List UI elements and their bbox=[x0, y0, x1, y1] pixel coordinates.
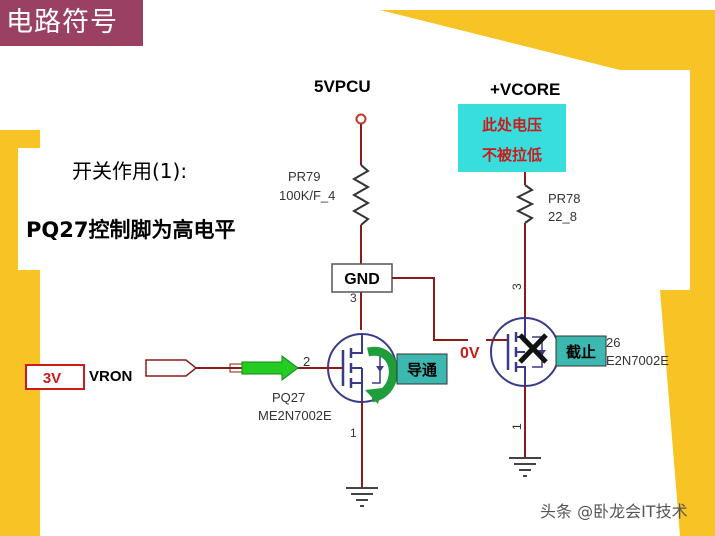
input-voltage-label: 3V bbox=[43, 370, 61, 387]
state-badge-off-label: 截止 bbox=[566, 343, 596, 361]
input-voltage-box bbox=[25, 364, 85, 390]
callout-line2: 不被拉低 bbox=[482, 146, 542, 164]
note-text: PQ27控制脚为高电平 bbox=[26, 218, 236, 242]
pr78-value: 22_8 bbox=[548, 209, 577, 224]
input-net-label: VRON bbox=[89, 368, 132, 385]
conduction-arrow-head bbox=[365, 388, 382, 404]
ground-symbol-right bbox=[509, 457, 541, 477]
offpage-connector bbox=[145, 359, 198, 377]
gnd-box bbox=[331, 263, 393, 293]
wire-gnd-to-right bbox=[392, 277, 468, 341]
gate-signal-arrow bbox=[241, 355, 299, 381]
pr78-ref: PR78 bbox=[548, 191, 581, 206]
pq27-pin-source: 1 bbox=[350, 426, 357, 440]
state-badge-off bbox=[555, 335, 607, 367]
right-pin-drain: 3 bbox=[510, 283, 524, 290]
state-badge-on bbox=[396, 353, 448, 385]
rail-terminal-left bbox=[355, 113, 367, 125]
ground-symbol-left bbox=[346, 487, 378, 507]
pq27-pin-drain: 3 bbox=[350, 291, 357, 305]
pq27-pin-gate: 2 bbox=[303, 354, 310, 369]
zero-volt-label: 0V bbox=[460, 345, 480, 362]
resistor-pr78 bbox=[515, 184, 535, 224]
state-badge-on-label: 导通 bbox=[407, 361, 437, 379]
yellow-band-top-right bbox=[380, 10, 715, 300]
yellow-band-bottom-right bbox=[660, 290, 715, 536]
pr79-ref: PR79 bbox=[288, 169, 321, 184]
pq26-part-partial: E2N7002E bbox=[606, 353, 669, 368]
callout-vcore bbox=[458, 104, 566, 172]
right-pin-source: 1 bbox=[510, 423, 524, 430]
conduction-arrow bbox=[367, 346, 398, 403]
slide-title: 电路符号 bbox=[0, 0, 143, 46]
pq27-ref: PQ27 bbox=[272, 390, 305, 405]
pq27-part: ME2N7002E bbox=[258, 408, 332, 423]
pr79-value: 100K/F_4 bbox=[279, 188, 335, 203]
callout-line1: 此处电压 bbox=[482, 116, 542, 134]
note-panel bbox=[18, 148, 318, 270]
rail-label-vcore: +VCORE bbox=[490, 80, 560, 99]
watermark: 头条 @卧龙会IT技术 bbox=[540, 502, 688, 521]
gnd-box-label: GND bbox=[344, 271, 380, 288]
mosfet-pq26 bbox=[486, 317, 560, 387]
rail-label-5vpcu: 5VPCU bbox=[314, 77, 371, 96]
pq26-ref-partial: 26 bbox=[606, 335, 620, 350]
cutoff-x-mark bbox=[518, 333, 548, 364]
resistor-pr79 bbox=[351, 164, 371, 226]
note-heading: 开关作用(1): bbox=[72, 159, 188, 183]
